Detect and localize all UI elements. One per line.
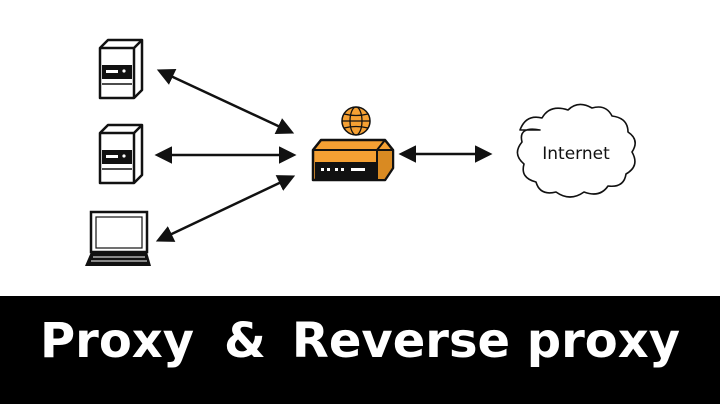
title-proxy: Proxy: [39, 313, 195, 369]
cloud-icon: Internet: [516, 103, 636, 198]
edge-laptop-proxy: [155, 175, 296, 242]
title-ampersand: &: [224, 313, 266, 369]
network-diagram: Internet: [85, 38, 636, 266]
title-reverse-proxy: Reverse proxy: [291, 313, 681, 369]
globe-icon: [341, 106, 371, 136]
server-icon: [98, 123, 144, 185]
internet-label: Internet: [542, 144, 610, 164]
title-banner: Proxy & Reverse proxy: [0, 296, 720, 404]
edge-server1-proxy: [156, 68, 295, 135]
proxy-box-icon: [311, 138, 395, 182]
page-title: Proxy & Reverse proxy: [0, 296, 720, 386]
server-icon: [98, 38, 144, 100]
laptop-icon: [85, 210, 151, 266]
